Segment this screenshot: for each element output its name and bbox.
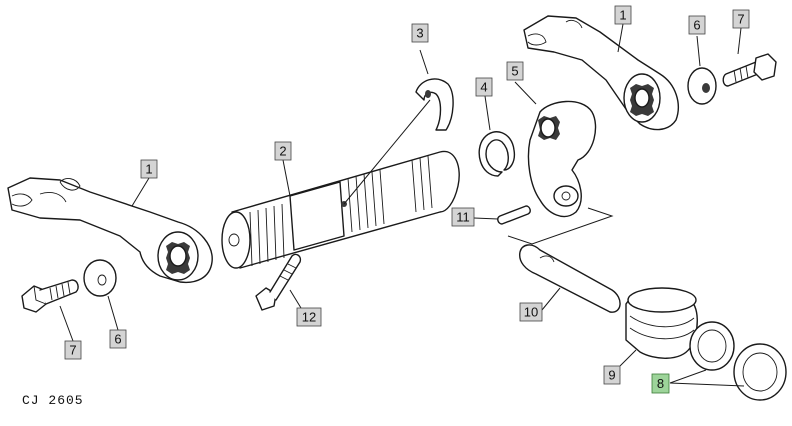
callout-label: 2 xyxy=(279,144,286,159)
bushing xyxy=(625,287,698,359)
washer-right xyxy=(687,67,717,105)
snap-ring xyxy=(478,131,516,177)
callout-6-left: 6 xyxy=(109,329,127,349)
callout-label: 8 xyxy=(657,376,664,391)
bolt-12 xyxy=(255,253,302,311)
callout-3: 3 xyxy=(411,23,429,43)
roll-pin xyxy=(497,205,531,225)
bolt-left xyxy=(21,279,79,313)
group-bracket xyxy=(507,207,614,245)
leader-lines xyxy=(59,23,745,387)
lever-arm-left xyxy=(7,177,213,284)
callout-1-left: 1 xyxy=(140,159,158,179)
callout-11: 11 xyxy=(451,207,475,227)
washer-left xyxy=(83,259,117,297)
callout-4: 4 xyxy=(475,77,493,97)
bolt-right xyxy=(722,53,777,87)
callout-label: 5 xyxy=(511,64,518,79)
lever-5 xyxy=(527,100,597,218)
callout-label: 1 xyxy=(145,162,152,177)
callout-label: 6 xyxy=(114,332,121,347)
callout-8: 8 xyxy=(651,373,670,394)
callout-label: 11 xyxy=(456,210,470,225)
callout-10: 10 xyxy=(519,302,543,322)
callout-label: 6 xyxy=(693,18,700,33)
retainer-half-ring xyxy=(415,78,454,131)
callout-7-right: 7 xyxy=(732,9,750,29)
callout-9: 9 xyxy=(603,365,621,385)
shaft-pin xyxy=(519,244,621,313)
splined-shaft xyxy=(221,150,460,269)
callout-label: 4 xyxy=(480,80,487,95)
callout-2: 2 xyxy=(274,141,292,161)
callout-label: 7 xyxy=(69,343,76,358)
figure-reference: CJ 2605 xyxy=(22,393,84,408)
lever-arm-right xyxy=(523,15,679,131)
callout-label: 3 xyxy=(416,26,423,41)
seal-rings xyxy=(689,321,787,401)
callout-label: 7 xyxy=(737,12,744,27)
callout-label: 10 xyxy=(524,305,538,320)
callout-label: 1 xyxy=(619,8,626,23)
callout-7-left: 7 xyxy=(64,340,82,360)
callout-12: 12 xyxy=(296,307,322,327)
callout-1-right: 1 xyxy=(614,5,632,25)
callout-6-right: 6 xyxy=(688,15,706,35)
callout-label: 12 xyxy=(302,310,316,325)
callout-5: 5 xyxy=(506,61,524,81)
callout-label: 9 xyxy=(608,368,615,383)
